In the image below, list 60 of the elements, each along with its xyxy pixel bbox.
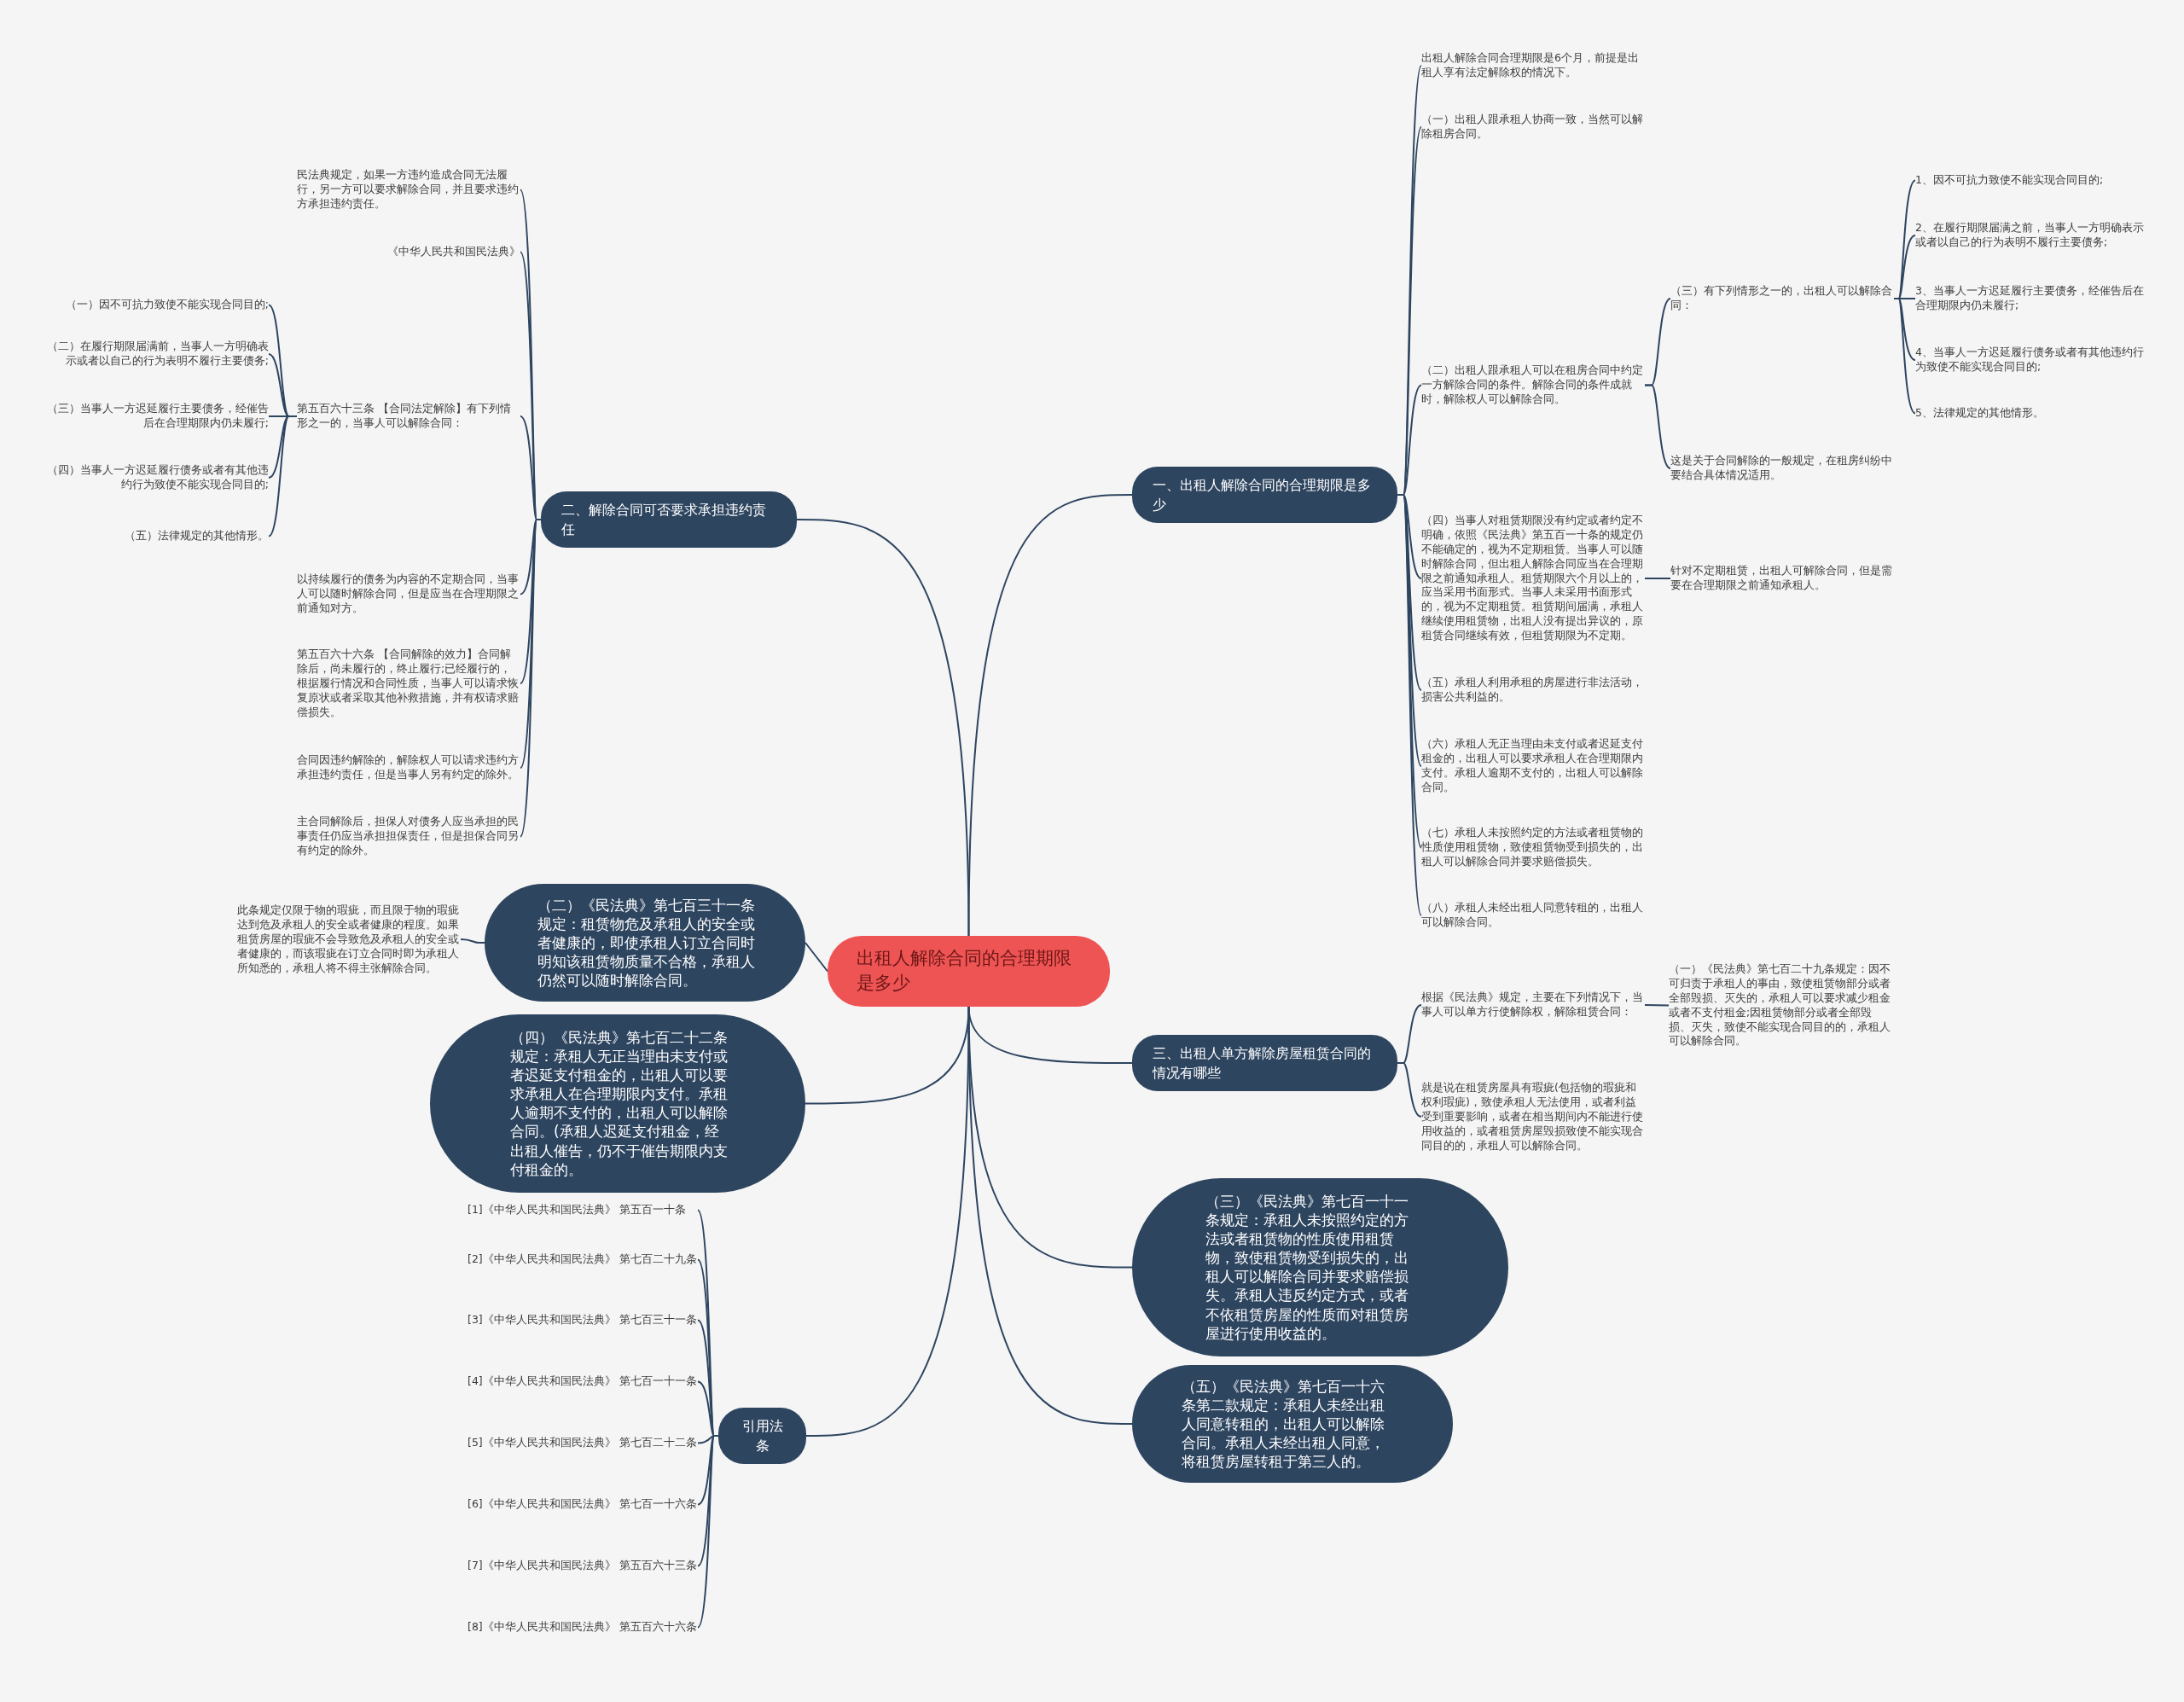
topic-bubble: （五）《民法典》第七百一十六条第二款规定：承租人未经出租人同意转租的，出租人可以解除合同。承租人未经出租人同意，将租赁房屋转租于第三人的。 (1132, 1365, 1453, 1484)
note-text: （五）承租人利用承租的房屋进行非法活动，损害公共利益的。 (1421, 676, 1645, 705)
note-text: [3]《中华人民共和国民法典》 第七百三十一条 (468, 1313, 698, 1327)
note-text: 根据《民法典》规定，主要在下列情况下，当事人可以单方行使解除权，解除租赁合同： (1421, 990, 1645, 1019)
note-text: （四）当事人对租赁期限没有约定或者约定不明确，依照《民法典》第五百一十条的规定仍不能确定的，视为不定期租赁。当事人可以随时解除合同，但出租人解除合同应当在合理期限之前通知承租人。租赁期限六个月以上的，应当采用书面形式。当事人未采用书面形式的，视为不定期租赁。租赁期间届满，承租人继续使用租赁物，出租人没有提出异议的，原租赁合同继续有效，但租赁期限为不定期。 (1421, 514, 1645, 643)
note-text: 就是说在租赁房屋具有瑕疵(包括物的瑕疵和权利瑕疵)，致使承租人无法使用，或者利益受到重要影响，或者在相当期间内不能进行使用收益的，或者租赁房屋毁损致使不能实现合同目的的，承租人可以解除合同。 (1421, 1081, 1645, 1153)
topic-pill: 引用法条 (718, 1408, 806, 1465)
note-text: 此条规定仅限于物的瑕疵，而且限于物的瑕疵达到危及承租人的安全或者健康的程度。如果租赁房屋的瑕疵不会导致危及承租人的安全或者健康的，而该瑕疵在订立合同时即为承租人所知悉的，承租人将不得主张解除合同。 (237, 903, 461, 976)
note-text: 1、因不可抗力致使不能实现合同目的; (1915, 173, 2146, 188)
note-text: [5]《中华人民共和国民法典》 第七百二十二条 (468, 1436, 698, 1450)
topic-bubble: （二）《民法典》第七百三十一条规定：租赁物危及承租人的安全或者健康的，即使承租人订立合同时明知该租赁物质量不合格，承租人仍然可以随时解除合同。 (485, 884, 805, 1002)
note-text: 第五百六十六条 【合同解除的效力】合同解除后，尚未履行的，终止履行;已经履行的，根据履行情况和合同性质，当事人可以请求恢复原状或者采取其他补救措施，并有权请求赔偿损失。 (297, 648, 520, 720)
connector-line (1893, 298, 1916, 415)
central-topic: 出租人解除合同的合理期限是多少 (828, 936, 1110, 1007)
note-text: （八）承租人未经出租人同意转租的，出租人可以解除合同。 (1421, 901, 1645, 930)
note-text: （四）当事人一方迟延履行债务或者有其他违约行为致使不能实现合同目的; (38, 463, 269, 492)
topic-pill: 一、出租人解除合同的合理期限是多少 (1132, 467, 1397, 524)
connector-line (1644, 578, 1671, 579)
note-text: 第五百六十三条 【合同法定解除】有下列情形之一的，当事人可以解除合同： (297, 402, 520, 431)
note-text: （五）法律规定的其他情形。 (38, 529, 269, 543)
note-text: （二）在履行期限届满前，当事人一方明确表示或者以自己的行为表明不履行主要债务; (38, 340, 269, 369)
note-text: （一）因不可抗力致使不能实现合同目的; (38, 298, 269, 312)
note-text: 以持续履行的债务为内容的不定期合同，当事人可以随时解除合同，但是应当在合理期限之前通知对方。 (297, 572, 520, 616)
note-text: 主合同解除后，担保人对债务人应当承担的民事责任仍应当承担担保责任，但是担保合同另有约定的除外。 (297, 815, 520, 858)
note-text: （三）当事人一方迟延履行主要债务，经催告后在合理期限内仍未履行; (38, 402, 269, 431)
note-text: 2、在履行期限届满之前，当事人一方明确表示或者以自己的行为表明不履行主要债务; (1915, 221, 2146, 250)
connector-line (805, 1006, 970, 1437)
note-text: [8]《中华人民共和国民法典》 第五百六十六条 (468, 1620, 698, 1635)
connector-line (796, 519, 970, 937)
note-text: 5、法律规定的其他情形。 (1915, 406, 2146, 421)
note-text: 4、当事人一方迟延履行债务或者有其他违约行为致使不能实现合同目的; (1915, 346, 2146, 375)
note-text: 民法典规定，如果一方违约造成合同无法履行，另一方可以要求解除合同，并且要求违约方承担违约责任。 (297, 168, 520, 212)
topic-bubble: （三）《民法典》第七百一十一条规定：承租人未按照约定的方法或者租赁物的性质使用租赁物，致使租赁物受到损失的，出租人可以解除合同并要求赔偿损失。承租人违反约定方式，或者不依租赁房屋的性质而对租赁房屋进行使用收益的。 (1132, 1178, 1508, 1356)
connector-line (804, 942, 828, 973)
note-text: [4]《中华人民共和国民法典》 第七百一十一条 (468, 1374, 698, 1389)
note-text: （六）承租人无正当理由未支付或者迟延支付租金的，出租人可以要求承租人在合理期限内支付。承租人逾期不支付的，出租人可以解除合同。 (1421, 737, 1645, 795)
note-text: （二）出租人跟承租人可以在租房合同中约定一方解除合同的条件。解除合同的条件成就时，解除权人可以解除合同。 (1421, 363, 1645, 407)
note-text: [6]《中华人民共和国民法典》 第七百一十六条 (468, 1497, 698, 1512)
connector-line (967, 1006, 1133, 1425)
note-text: [2]《中华人民共和国民法典》 第七百二十九条 (468, 1252, 698, 1267)
note-text: （三）有下列情形之一的，出租人可以解除合同： (1670, 284, 1894, 313)
connector-line (460, 938, 485, 944)
topic-pill: 三、出租人单方解除房屋租赁合同的情况有哪些 (1132, 1035, 1397, 1092)
note-text: （七）承租人未按照约定的方法或者租赁物的性质使用租赁物，致使租赁物受到损失的，出租人可以解除合同并要求赔偿损失。 (1421, 826, 1645, 869)
note-text: （一）《民法典》第七百二十九条规定：因不可归责于承租人的事由，致使租赁物部分或者全部毁损、灭失的，承租人可以要求减少租金或者不支付租金;因租赁物部分或者全部毁损、灭失，致使不能实现合同目的的，承租人可以解除合同。 (1669, 962, 1892, 1049)
connector-line (1644, 1004, 1670, 1007)
note-text: 合同因违约解除的，解除权人可以请求违约方承担违约责任，但是当事人另有约定的除外。 (297, 753, 520, 782)
connector-line (1644, 384, 1671, 469)
note-text: 《中华人民共和国民法典》 (297, 245, 520, 259)
note-text: 3、当事人一方迟延履行主要债务，经催告后在合理期限内仍未履行; (1915, 284, 2146, 313)
connector-line (697, 1435, 719, 1629)
note-text: 出租人解除合同合理期限是6个月，前提是出租人享有法定解除权的情况下。 (1421, 51, 1645, 80)
topic-bubble: （四）《民法典》第七百二十二条规定：承租人无正当理由未支付或者迟延支付租金的，出租人可以要求承租人在合理期限内支付。承租人逾期不支付的，出租人可以解除合同。(承租人迟延支付租金，经出租人催告，仍不于催告期限内支付租金的。 (430, 1014, 805, 1193)
note-text: 这是关于合同解除的一般规定，在租房纠纷中要结合具体情况适用。 (1670, 454, 1894, 483)
connector-line (1397, 1062, 1422, 1118)
note-text: [1]《中华人民共和国民法典》 第五百一十条 (468, 1203, 698, 1217)
note-text: （一）出租人跟承租人协商一致，当然可以解除租房合同。 (1421, 113, 1645, 142)
note-text: [7]《中华人民共和国民法典》 第五百六十三条 (468, 1559, 698, 1573)
note-text: 针对不定期租赁，出租人可解除合同，但是需要在合理期限之前通知承租人。 (1670, 564, 1894, 593)
topic-pill: 二、解除合同可否要求承担违约责任 (541, 491, 797, 549)
